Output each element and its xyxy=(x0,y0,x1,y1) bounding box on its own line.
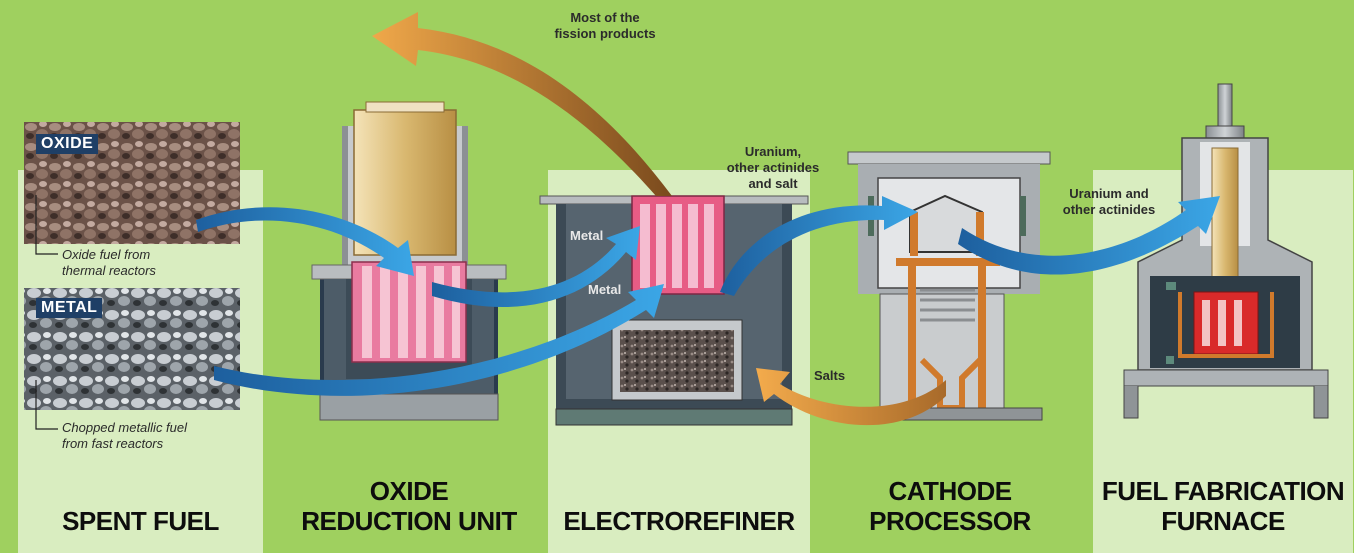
oxide-badge: OXIDE xyxy=(36,134,98,154)
stage-title-electrorefiner: ELECTROREFINER xyxy=(548,506,810,536)
metal-caption: Chopped metallic fuel from fast reactors xyxy=(62,420,187,452)
label-fission-products: Most of the fission products xyxy=(540,10,670,42)
stage-title-oxide-reduction: OXIDE REDUCTION UNIT xyxy=(284,476,534,536)
label-metal-lower: Metal xyxy=(588,282,621,298)
stage-title-fuel-fabrication: FUEL FABRICATION FURNACE xyxy=(1093,476,1353,536)
stage-title-cathode-processor: CATHODE PROCESSOR xyxy=(830,476,1070,536)
metal-badge: METAL xyxy=(36,298,102,318)
stage-title-spent-fuel: SPENT FUEL xyxy=(18,506,263,536)
cathode-processor xyxy=(848,152,1050,420)
label-uranium-actinides: Uranium and other actinides xyxy=(1048,186,1170,218)
label-uranium-actinides-salt: Uranium, other actinides and salt xyxy=(718,144,828,192)
oxide-caption: Oxide fuel from thermal reactors xyxy=(62,247,156,279)
label-metal-upper: Metal xyxy=(570,228,603,244)
label-salts: Salts xyxy=(814,368,845,384)
